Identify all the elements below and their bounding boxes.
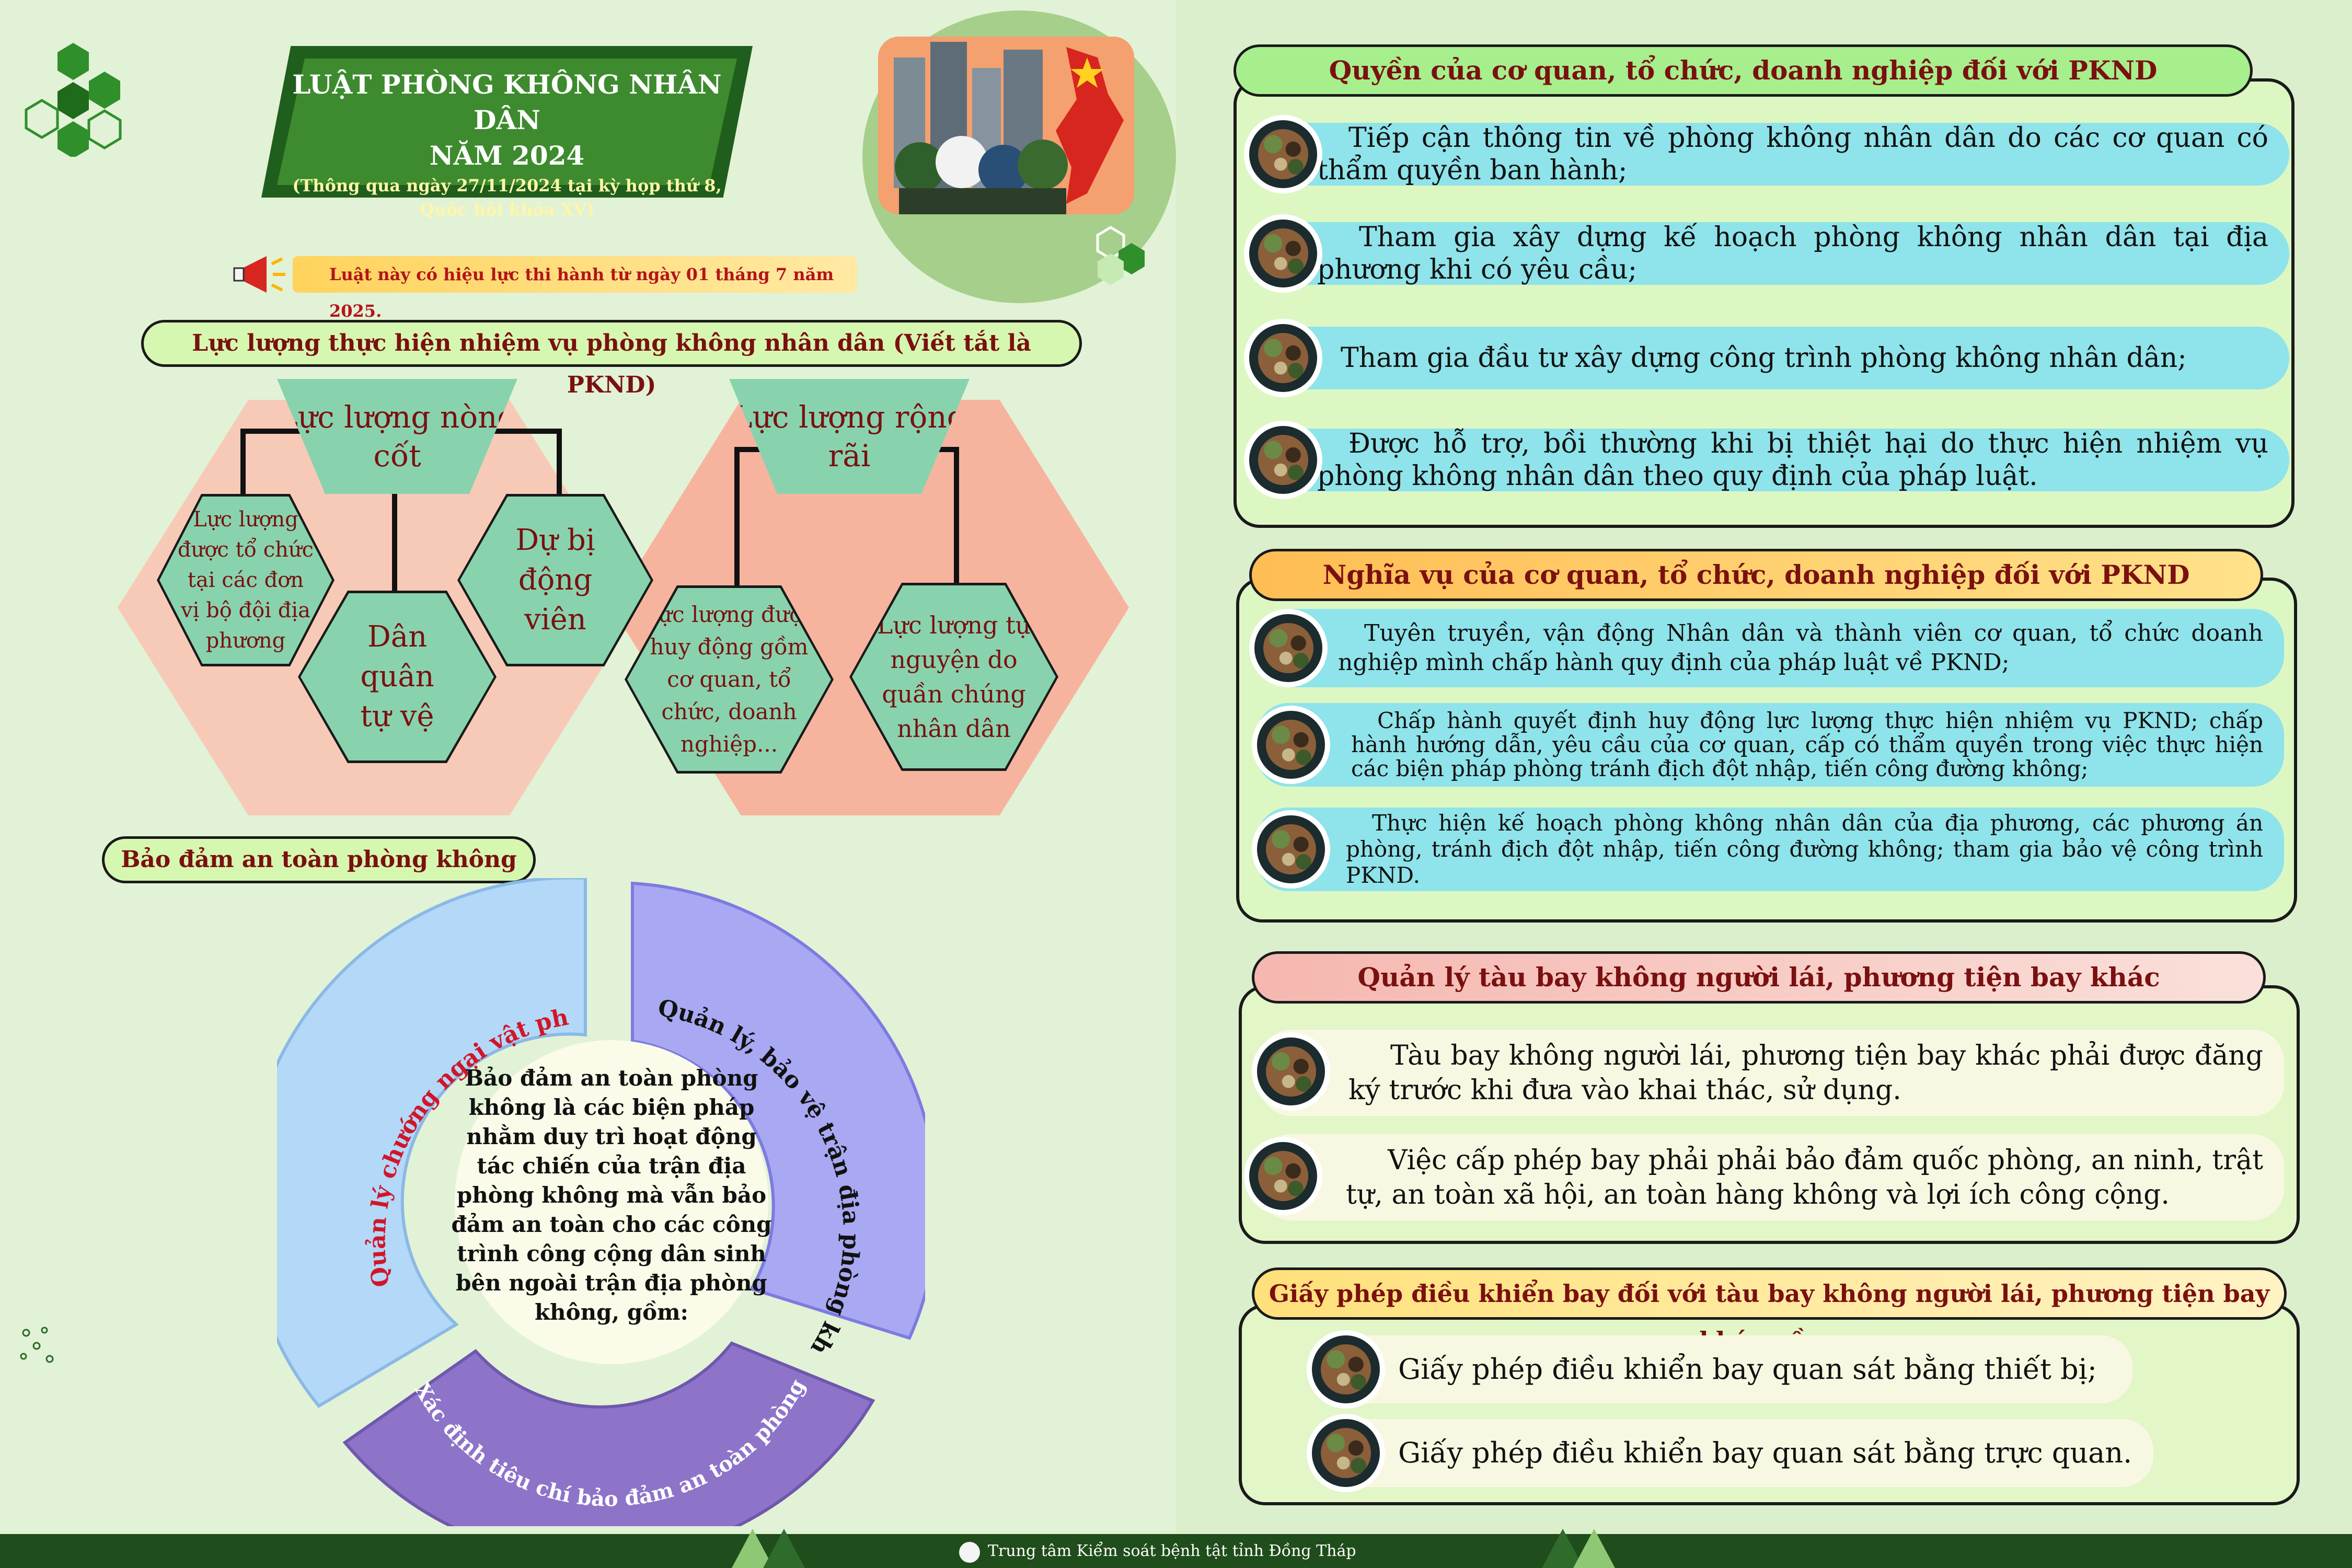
law-title: LUẬT PHÒNG KHÔNG NHÂN DÂN [292, 69, 722, 135]
connector-line [240, 429, 314, 434]
connector-line [734, 447, 740, 593]
obligations-item-3: Thực hiện kế hoạch phòng không nhân dân … [1252, 808, 2284, 891]
safety-definition-text: Bảo đảm an toàn phòng không là các biện … [451, 1065, 772, 1325]
segment-protect-positions [631, 881, 925, 1340]
license-item-2: Giấy phép điều khiển bay quan sát bằng t… [1307, 1414, 2153, 1492]
effective-date-banner: Luật này có hiệu lực thi hành từ ngày 01… [293, 256, 857, 321]
air-defense-safety-title: Bảo đảm an toàn phòng không [102, 836, 536, 883]
uav-management-title: Quản lý tàu bay không người lái, phương … [1252, 951, 2266, 1004]
footer-bar [0, 1534, 2352, 1568]
obligations-item-2: Chấp hành quyết định huy động lực lượng … [1252, 703, 2284, 787]
hero-illustration [878, 37, 1134, 214]
license-title: Giấy phép điều khiển bay đối với tàu bay… [1252, 1267, 2287, 1355]
camo-soldier-icon [1244, 319, 1322, 397]
uav-item-1: Tàu bay không người lái, phương tiện bay… [1252, 1030, 2284, 1116]
camo-soldier-icon [1252, 810, 1330, 889]
footer-chevron-decoration-icon [732, 1529, 805, 1568]
camo-soldier-icon [1244, 421, 1322, 499]
uav-item-2: Việc cấp phép bay phải phải bảo đảm quốc… [1244, 1134, 2284, 1220]
law-subtitle-2: Quốc hội khóa XV) [419, 200, 595, 220]
connector-line [240, 429, 246, 512]
camo-soldier-icon [1244, 1137, 1322, 1215]
footer-organization: Trung tâm Kiểm soát bệnh tật tỉnh Đồng T… [988, 1542, 1356, 1560]
rights-item-4: Được hỗ trợ, bồi thường khi bị thiệt hại… [1244, 421, 2289, 499]
cdc-logo-icon [959, 1542, 980, 1563]
megaphone-icon [233, 256, 285, 293]
connector-line [392, 491, 397, 596]
footer-chevron-decoration-icon [1542, 1529, 1615, 1568]
core-force-reserve: Dự bị động viên [457, 494, 653, 666]
dots-decoration-icon [20, 1327, 54, 1363]
connector-line [483, 429, 562, 434]
hexagon-small-decoration-icon [1096, 226, 1145, 285]
segment-obstacles [277, 878, 587, 1408]
camo-soldier-icon [1249, 609, 1328, 687]
title-banner: LUẬT PHÒNG KHÔNG NHÂN DÂN NĂM 2024 (Thôn… [261, 46, 753, 220]
camo-soldier-icon [1307, 1330, 1385, 1409]
safety-center-disc [455, 1040, 768, 1364]
connector-line [954, 447, 959, 593]
forces-section-title: Lực lượng thực hiện nhiệm vụ phòng không… [141, 320, 1082, 398]
rights-item-2: Tham gia xây dựng kế hoạch phòng không n… [1244, 214, 2289, 293]
license-item-1: Giấy phép điều khiển bay quan sát bằng t… [1307, 1330, 2132, 1409]
hexagon-decoration-icon [25, 43, 122, 157]
segment-safety-criteria [342, 1341, 875, 1526]
rights-item-1: Tiếp cận thông tin về phòng không nhân d… [1244, 115, 2289, 193]
soldiers-city-illustration-icon [878, 37, 1134, 214]
camo-soldier-icon [1244, 214, 1322, 293]
camo-soldier-icon [1252, 1032, 1330, 1111]
camo-soldier-icon [1252, 706, 1330, 784]
rights-title: Quyền của cơ quan, tổ chức, doanh nghiệp… [1233, 44, 2253, 97]
camo-soldier-icon [1307, 1414, 1385, 1492]
obligations-item-1: Tuyên truyền, vận động Nhân dân và thành… [1249, 609, 2284, 687]
camo-soldier-icon [1244, 115, 1322, 193]
core-forces-label: Lực lượng nòng cốt [277, 379, 517, 494]
connector-line [734, 447, 766, 452]
connector-line [557, 429, 562, 497]
rights-item-3: Tham gia đầu tư xây dựng công trình phòn… [1244, 319, 2289, 397]
law-year: NĂM 2024 [429, 140, 585, 171]
obligations-title: Nghĩa vụ của cơ quan, tổ chức, doanh ngh… [1249, 549, 2263, 601]
connector-line [936, 447, 959, 452]
law-subtitle-1: (Thông qua ngày 27/11/2024 tại kỳ họp th… [292, 176, 722, 195]
